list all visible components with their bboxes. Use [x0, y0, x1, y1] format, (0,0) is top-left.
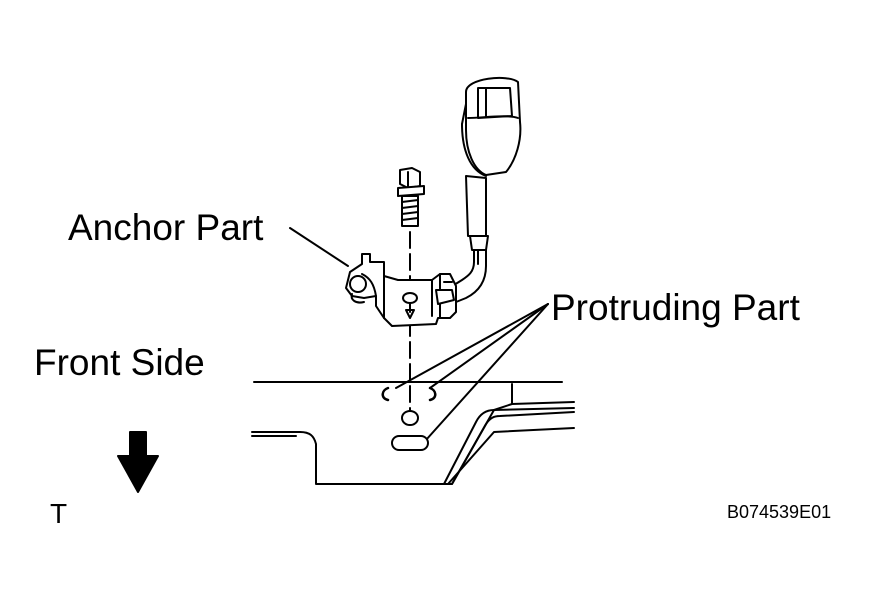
- corner-mark: T: [50, 498, 68, 529]
- buckle: [461, 76, 522, 251]
- bolt-icon: [397, 167, 425, 227]
- anchor-part-label: Anchor Part: [68, 207, 264, 248]
- anchor-bracket: [345, 253, 457, 327]
- protruding-leaders: [395, 303, 549, 441]
- anchor-leader: [289, 227, 349, 267]
- figure-code: B074539E01: [727, 502, 832, 522]
- front-side-label: Front Side: [34, 342, 205, 383]
- cable: [445, 249, 487, 303]
- protruding-part-label: Protruding Part: [551, 287, 800, 328]
- protrusions: [381, 386, 437, 451]
- down-arrow-icon: [117, 431, 159, 493]
- mounting-surface: [251, 381, 575, 485]
